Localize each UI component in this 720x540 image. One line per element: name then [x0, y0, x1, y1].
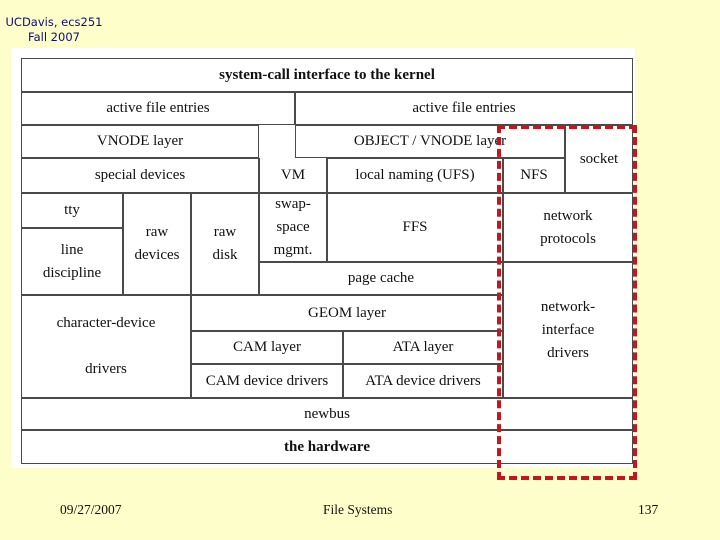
network-protocols-box: network protocols: [503, 193, 633, 262]
page-cache-box: page cache: [259, 262, 503, 295]
ffs-box: FFS: [327, 193, 503, 262]
cam-layer-box: CAM layer: [191, 331, 343, 364]
footer-title: File Systems: [323, 502, 393, 517]
geom-layer-box: GEOM layer: [191, 295, 503, 331]
object-vnode-layer-box: OBJECT / VNODE layer: [295, 125, 565, 158]
vnode-layer-box: VNODE layer: [21, 125, 259, 158]
slide-header: UCDavis, ecs251 Fall 2007: [4, 15, 104, 45]
network-interface-drivers-box: network- interface drivers: [503, 262, 633, 398]
course-label: UCDavis, ecs251: [5, 15, 103, 29]
nfs-box: NFS: [503, 158, 565, 193]
cam-device-drivers-box: CAM device drivers: [191, 364, 343, 398]
local-naming-ufs-box: local naming (UFS): [327, 158, 503, 193]
hardware-box: the hardware: [21, 430, 633, 464]
socket-box: socket: [565, 125, 633, 193]
term-label: Fall 2007: [28, 30, 80, 44]
ata-layer-box: ATA layer: [343, 331, 503, 364]
kernel-layer-diagram: system-call interface to the kernel acti…: [11, 48, 635, 468]
raw-devices-box: raw devices: [123, 193, 191, 295]
tty-box: tty: [21, 193, 123, 228]
raw-disk-box: raw disk: [191, 193, 259, 295]
newbus-box: newbus: [21, 398, 633, 430]
vm-box: VM: [259, 158, 327, 193]
syscall-interface-box: system-call interface to the kernel: [21, 58, 633, 92]
active-file-entries-left-box: active file entries: [21, 92, 295, 125]
active-file-entries-right-box: active file entries: [295, 92, 633, 125]
footer-date: 09/27/2007: [60, 502, 122, 517]
special-devices-box: special devices: [21, 158, 259, 193]
character-device-drivers-box: character-device drivers: [21, 295, 191, 398]
line-discipline-box: line discipline: [21, 228, 123, 295]
footer-page-number: 137: [638, 502, 659, 517]
swap-space-mgmt-box: swap- space mgmt.: [259, 193, 327, 262]
ata-device-drivers-box: ATA device drivers: [343, 364, 503, 398]
